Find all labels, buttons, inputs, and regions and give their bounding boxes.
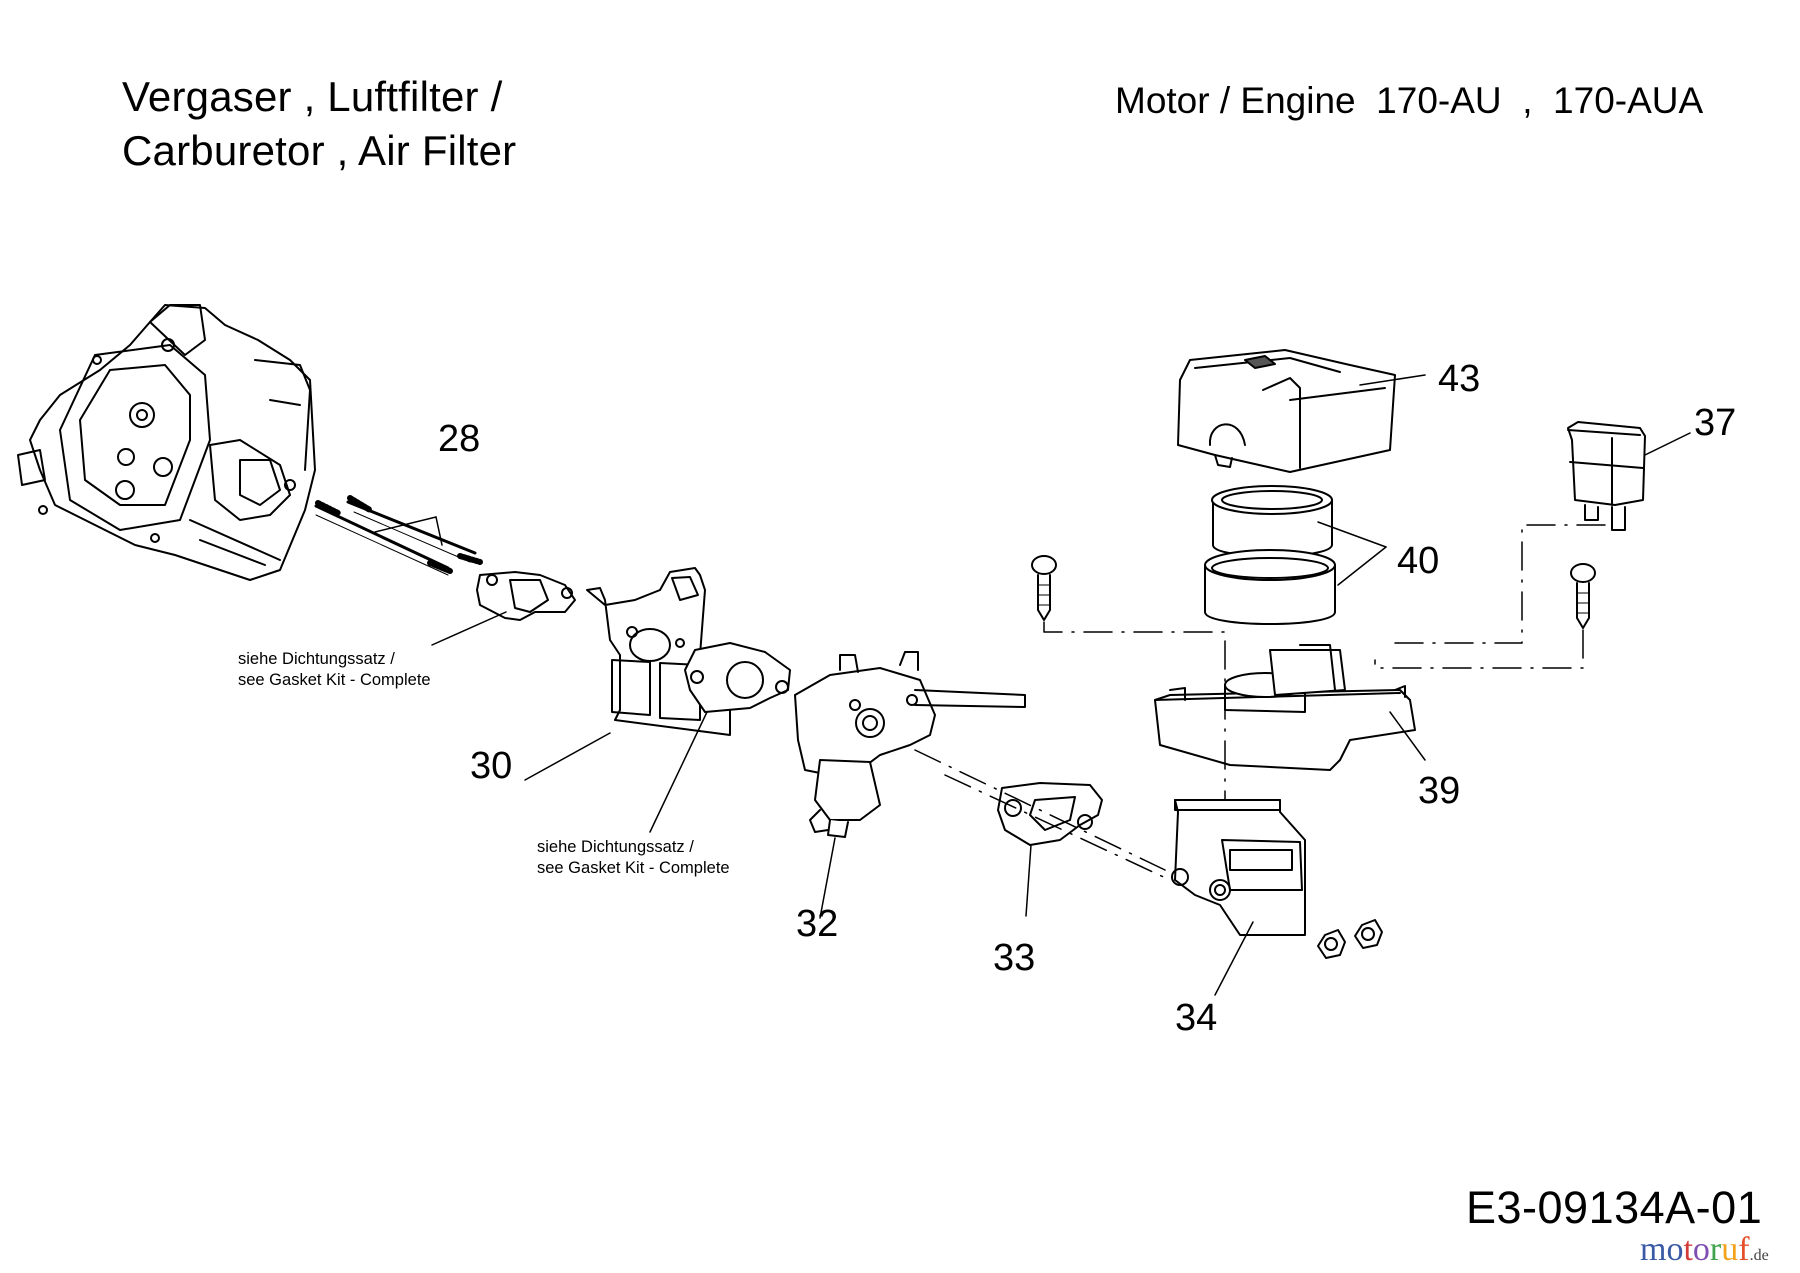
callout-34: 34 — [1175, 997, 1218, 1039]
callout-43: 43 — [1438, 358, 1481, 400]
screw-axis-lines — [1043, 524, 1606, 801]
gasket-kit-note-2-de: siehe Dichtungssatz / — [537, 838, 694, 856]
diagram-title-german: Vergaser , Luftfilter / — [122, 73, 503, 120]
callout-37: 37 — [1694, 402, 1737, 444]
gasket-upper — [431, 571, 576, 646]
engine-model-label: Motor / Engine 170-AU , 170-AUA — [1115, 80, 1704, 121]
brand-letter: f — [1738, 1231, 1750, 1268]
part-34-elbow — [1171, 799, 1306, 996]
callout-39: 39 — [1418, 770, 1461, 812]
gasket-kit-note-2: siehe Dichtungssatz / see Gasket Kit - C… — [537, 837, 730, 879]
screws — [1031, 555, 1596, 629]
callout-28: 28 — [438, 418, 481, 460]
gasket-kit-note-1-de: siehe Dichtungssatz / — [238, 650, 395, 668]
brand-letter: o — [1666, 1231, 1684, 1268]
nuts — [1317, 919, 1383, 959]
gasket-kit-note-1: siehe Dichtungssatz / see Gasket Kit - C… — [238, 649, 431, 691]
gasket-insulator — [649, 642, 791, 833]
part-32-carburetor — [794, 651, 1026, 919]
callout-30: 30 — [470, 745, 513, 787]
callout-32: 32 — [796, 903, 839, 945]
part-40-foam-filters — [1204, 485, 1387, 625]
gasket-kit-note-2-en: see Gasket Kit - Complete — [537, 859, 730, 877]
diagram-title-english: Carburetor , Air Filter — [122, 127, 517, 174]
brand-letter: o — [1692, 1231, 1710, 1268]
assembly-axis-lines — [914, 749, 1171, 881]
brand-logo-tld: .de — [1749, 1247, 1769, 1264]
part-43-cover — [1177, 349, 1426, 473]
callout-33: 33 — [993, 937, 1036, 979]
brand-letter: r — [1709, 1231, 1722, 1268]
part-33-gasket — [997, 782, 1103, 917]
callout-40: 40 — [1397, 540, 1440, 582]
part-28-studs — [314, 495, 483, 576]
brand-letter: m — [1640, 1231, 1667, 1268]
gasket-kit-note-1-en: see Gasket Kit - Complete — [238, 671, 431, 689]
brand-logo-letters: motoruf — [1640, 1233, 1750, 1267]
brand-letter: t — [1683, 1231, 1693, 1268]
brand-letter: u — [1721, 1231, 1739, 1268]
diagram-code: E3-09134A-01 — [1466, 1182, 1763, 1233]
cylinder-head-drawing — [17, 304, 316, 581]
brand-logo: motoruf.de — [1640, 1233, 1769, 1273]
part-39-housing — [1154, 644, 1426, 771]
part-37-breather — [1567, 421, 1691, 531]
